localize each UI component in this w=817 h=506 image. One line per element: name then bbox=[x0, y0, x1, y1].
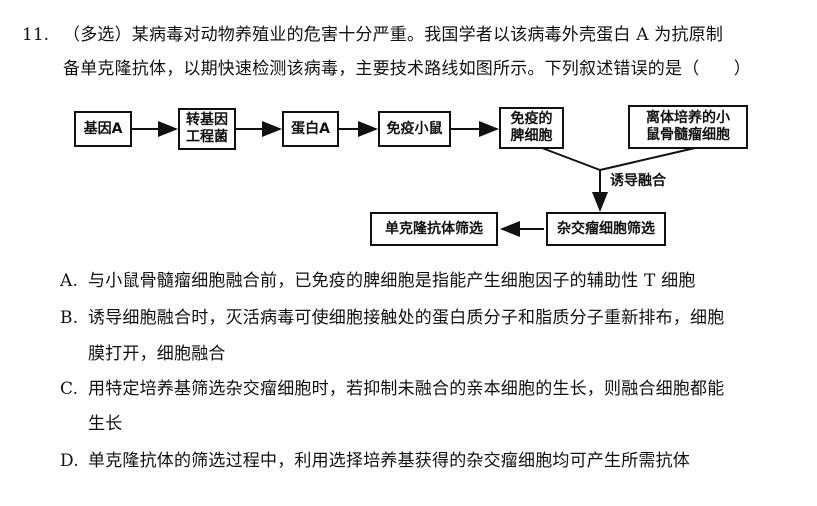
technical-route-diagram: 基因A 转基因 工程菌 蛋白A 免疫小鼠 免疫的 脾细胞 离体培养的小 鼠骨髓瘤… bbox=[70, 100, 770, 250]
question-number: 11. bbox=[22, 25, 50, 45]
option-a-letter: A. bbox=[60, 271, 79, 291]
arrow-myeloma-to-fusion bbox=[599, 147, 696, 171]
box-spleen-cells: 免疫的 脾细胞 bbox=[499, 107, 564, 149]
arrow-spleen-to-fusion bbox=[541, 147, 601, 171]
box-myeloma-cells: 离体培养的小 鼠骨髓瘤细胞 bbox=[628, 105, 748, 149]
induce-fusion-label: 诱导融合 bbox=[610, 173, 666, 189]
box-engineered-bacteria: 转基因 工程菌 bbox=[178, 108, 236, 150]
option-b[interactable]: B. 诱导细胞融合时，灭活病毒可使细胞接触处的蛋白质分子和脂质分子重新排布，细胞 bbox=[60, 307, 724, 329]
box-protein-a: 蛋白A bbox=[282, 111, 339, 147]
question-stem-line-1: （多选）某病毒对动物养殖业的危害十分严重。我国学者以该病毒外壳蛋白 A 为抗原制 bbox=[63, 25, 724, 45]
option-a-text: 与小鼠骨髓瘤细胞融合前，已免疫的脾细胞是指能产生细胞因子的辅助性 T 细胞 bbox=[88, 271, 696, 291]
option-d-letter: D. bbox=[60, 451, 79, 471]
question-stem-line-2: 备单克隆抗体，以期快速检测该病毒，主要技术路线如图所示。下列叙述错误的是（ ） bbox=[63, 59, 751, 79]
option-c[interactable]: C. 用特定培养基筛选杂交瘤细胞时，若抑制未融合的亲本细胞的生长，则融合细胞都能 bbox=[60, 378, 724, 400]
box-monoclonal-screening: 单克隆抗体筛选 bbox=[370, 212, 498, 246]
option-b-text-1: 诱导细胞融合时，灭活病毒可使细胞接触处的蛋白质分子和脂质分子重新排布，细胞 bbox=[88, 308, 725, 328]
option-a[interactable]: A. 与小鼠骨髓瘤细胞融合前，已免疫的脾细胞是指能产生细胞因子的辅助性 T 细胞 bbox=[60, 270, 696, 292]
option-c-letter: C. bbox=[60, 379, 79, 399]
box-gene-a: 基因A bbox=[74, 111, 132, 147]
option-b-letter: B. bbox=[60, 308, 79, 328]
box-immunized-mouse: 免疫小鼠 bbox=[378, 111, 451, 147]
option-c-text-2: 生长 bbox=[88, 414, 123, 434]
option-c-text-1: 用特定培养基筛选杂交瘤细胞时，若抑制未融合的亲本细胞的生长，则融合细胞都能 bbox=[88, 379, 725, 399]
diagram-arrows bbox=[132, 121, 696, 237]
option-b-text-2: 膜打开，细胞融合 bbox=[88, 344, 226, 364]
option-d[interactable]: D. 单克隆抗体的筛选过程中，利用选择培养基获得的杂交瘤细胞均可产生所需抗体 bbox=[60, 450, 690, 472]
box-hybridoma-screening: 杂交瘤细胞筛选 bbox=[546, 212, 666, 246]
option-d-text: 单克隆抗体的筛选过程中，利用选择培养基获得的杂交瘤细胞均可产生所需抗体 bbox=[88, 451, 690, 471]
